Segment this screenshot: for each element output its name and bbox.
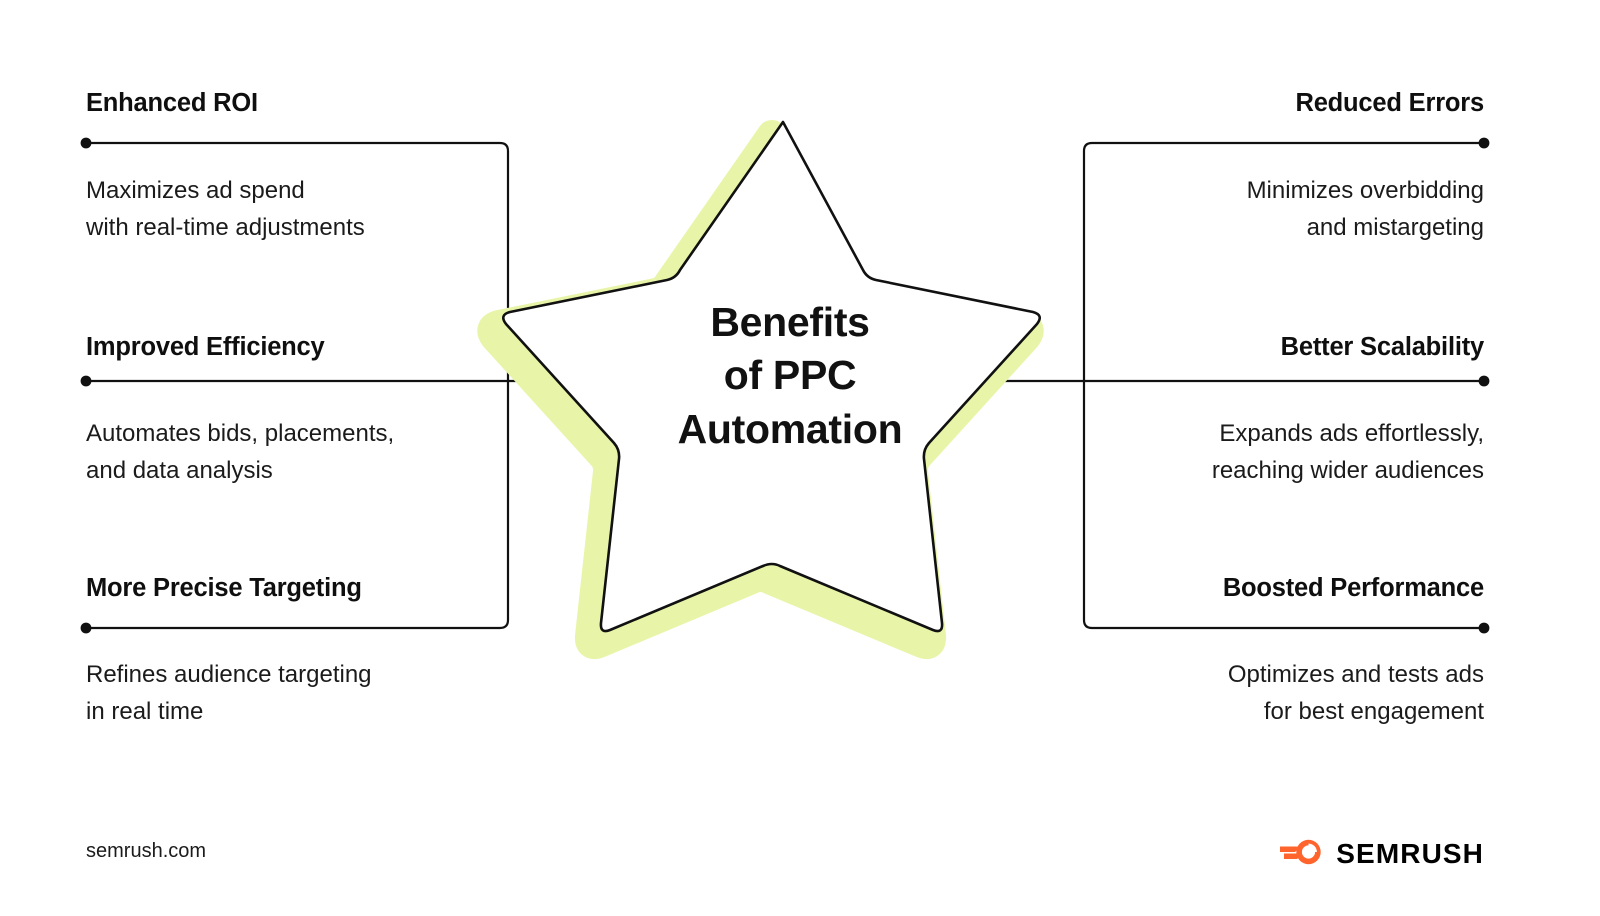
connector-dot	[80, 137, 92, 149]
right-item-3-heading: Boosted Performance	[1222, 574, 1484, 602]
left-item-2-body-block: Automates bids, placements, and data ana…	[86, 415, 556, 490]
left-item-2-heading-block: Improved Efficiency	[86, 332, 556, 363]
right-item-2-heading: Better Scalability	[1280, 333, 1485, 361]
connector-dot	[80, 375, 92, 387]
right-item-3-body-line-1: Optimizes and tests ads	[1227, 661, 1484, 688]
right-item-2-body-line-1: Expands ads effortlessly,	[1219, 420, 1484, 447]
left-item-1-heading: Enhanced ROI	[86, 89, 258, 117]
semrush-comet-icon	[1279, 837, 1323, 872]
right-item-2-heading-block: Better Scalability	[1014, 332, 1485, 363]
right-item-2-body-line-2: reaching wider audiences	[1211, 457, 1484, 485]
right-item-1-heading: Reduced Errors	[1295, 89, 1484, 117]
left-item-2-body-line-2: and data analysis	[86, 457, 273, 485]
left-item-3-heading-block: More Precise Targeting	[86, 573, 556, 604]
semrush-logo: SEMRUSH	[1279, 836, 1484, 872]
star-outline	[501, 120, 1042, 633]
footer-url: semrush.com	[86, 840, 207, 862]
left-item-1-body-line-2: with real-time adjustments	[86, 214, 365, 242]
right-item-2-body: Expands ads effortlessly, reaching wider…	[1014, 415, 1484, 490]
star-title-line-1: Benefits	[710, 299, 870, 345]
left-item-2-body-line-1: Automates bids, placements,	[86, 420, 395, 447]
left-item-3-body-line-1: Refines audience targeting	[86, 661, 372, 688]
left-item-3-body-block: Refines audience targeting in real time	[86, 656, 556, 731]
right-item-2-body-block: Expands ads effortlessly, reaching wider…	[1014, 415, 1484, 490]
center-star: Benefits of PPC Automation	[477, 100, 1070, 659]
right-item-3-body: Optimizes and tests ads for best engagem…	[1014, 656, 1484, 731]
star-title: Benefits of PPC Automation	[510, 296, 1070, 456]
left-item-1-heading-block: Enhanced ROI	[86, 88, 556, 119]
left-item-1-body-block: Maximizes ad spend with real-time adjust…	[86, 172, 556, 247]
connector-dot	[1478, 137, 1490, 149]
connector-dot	[80, 622, 92, 634]
right-item-3-heading-block: Boosted Performance	[1014, 573, 1484, 604]
right-item-1-body: Minimizes overbidding and mistargeting	[1014, 172, 1484, 247]
right-item-1-heading-block: Reduced Errors	[1014, 88, 1484, 119]
left-item-2-body: Automates bids, placements, and data ana…	[86, 415, 556, 490]
connector-dot	[1478, 622, 1490, 634]
right-item-1-body-line-1: Minimizes overbidding	[1246, 177, 1484, 204]
right-item-3-body-block: Optimizes and tests ads for best engagem…	[1014, 656, 1484, 731]
right-item-1-body-block: Minimizes overbidding and mistargeting	[1014, 172, 1484, 247]
connector-dot	[1478, 375, 1490, 387]
left-item-1-body-line-1: Maximizes ad spend	[86, 177, 305, 204]
left-item-3-heading: More Precise Targeting	[86, 574, 362, 602]
left-item-3-body-line-2: in real time	[86, 698, 204, 726]
left-item-3-body: Refines audience targeting in real time	[86, 656, 556, 731]
star-title-line-3: Automation	[677, 405, 903, 452]
left-item-2-heading: Improved Efficiency	[86, 333, 325, 361]
star-title-line-2: of PPC	[723, 352, 857, 399]
right-item-3-body-line-2: for best engagement	[1263, 698, 1484, 726]
left-item-1-body: Maximizes ad spend with real-time adjust…	[86, 172, 556, 247]
semrush-wordmark: SEMRUSH	[1336, 838, 1484, 869]
right-item-1-body-line-2: and mistargeting	[1306, 214, 1484, 242]
